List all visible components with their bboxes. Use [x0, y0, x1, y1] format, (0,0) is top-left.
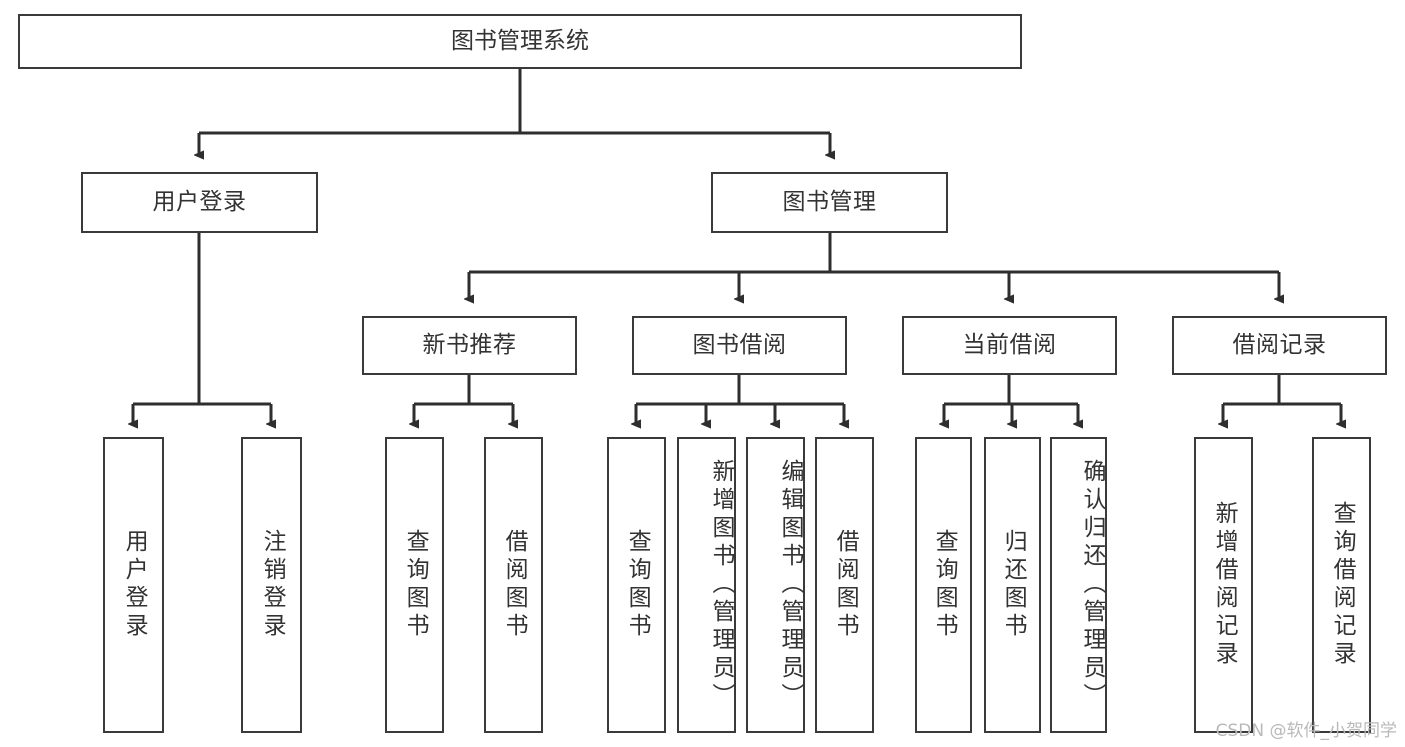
node-label: 图书管理系统	[451, 27, 589, 54]
node-label: 查询图书	[624, 529, 651, 641]
node-system-root[interactable]: 图书管理系统	[18, 14, 1022, 69]
node-current-borrow[interactable]: 当前借阅	[902, 316, 1117, 375]
node-label: 借阅记录	[1232, 331, 1327, 358]
node-label: 新增图书（管理员）	[708, 459, 734, 711]
node-leaf-query-borrow-record[interactable]: 查询借阅记录	[1312, 437, 1371, 733]
node-leaf-query-book-recommend[interactable]: 查询图书	[385, 437, 444, 733]
node-label: 当前借阅	[962, 331, 1057, 358]
node-leaf-borrow-book[interactable]: 借阅图书	[815, 437, 874, 733]
node-label: 确认归还（管理员）	[1079, 459, 1105, 711]
node-book-borrow[interactable]: 图书借阅	[632, 316, 847, 375]
node-label: 图书借阅	[692, 331, 787, 358]
node-label: 借阅图书	[832, 529, 859, 641]
node-leaf-borrow-book-recommend[interactable]: 借阅图书	[484, 437, 543, 733]
node-label: 注销登录	[259, 529, 286, 641]
node-label: 查询图书	[402, 529, 429, 641]
node-label: 归还图书	[1000, 529, 1027, 641]
node-label: 查询借阅记录	[1329, 501, 1356, 669]
node-leaf-edit-book-admin[interactable]: 编辑图书（管理员）	[746, 437, 805, 733]
node-user-login[interactable]: 用户登录	[81, 172, 318, 233]
node-leaf-query-book-current[interactable]: 查询图书	[915, 437, 972, 733]
node-leaf-query-book-borrow[interactable]: 查询图书	[607, 437, 666, 733]
node-label: 编辑图书（管理员）	[777, 459, 803, 711]
node-leaf-user-login[interactable]: 用户登录	[103, 437, 164, 733]
node-book-management[interactable]: 图书管理	[711, 172, 948, 233]
node-label: 借阅图书	[501, 529, 528, 641]
node-label: 新书推荐	[422, 331, 517, 358]
node-new-book-recommend[interactable]: 新书推荐	[362, 316, 577, 375]
node-leaf-add-book-admin[interactable]: 新增图书（管理员）	[677, 437, 736, 733]
node-leaf-return-book[interactable]: 归还图书	[984, 437, 1041, 733]
node-label: 新增借阅记录	[1211, 501, 1238, 669]
node-label: 图书管理	[782, 188, 877, 215]
node-leaf-confirm-return-admin[interactable]: 确认归还（管理员）	[1050, 437, 1107, 733]
node-label: 查询图书	[931, 529, 958, 641]
node-leaf-logout-login[interactable]: 注销登录	[241, 437, 302, 733]
node-borrow-record[interactable]: 借阅记录	[1172, 316, 1387, 375]
node-label: 用户登录	[152, 188, 247, 215]
node-leaf-add-borrow-record[interactable]: 新增借阅记录	[1194, 437, 1253, 733]
node-label: 用户登录	[121, 529, 148, 641]
